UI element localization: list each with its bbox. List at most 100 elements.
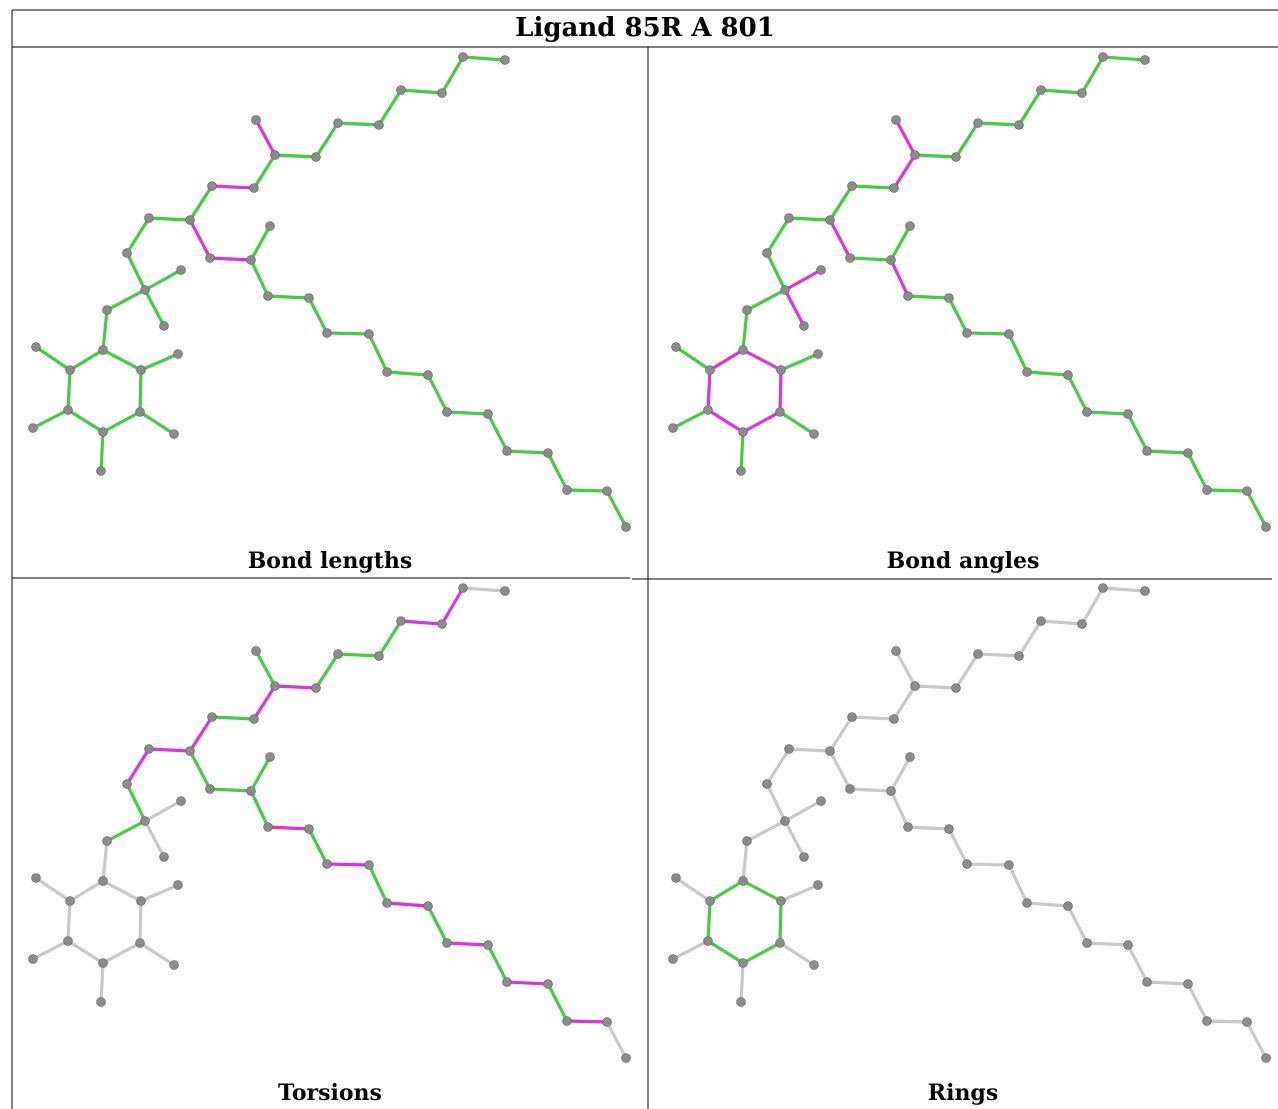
bond <box>208 787 253 793</box>
bond <box>778 410 816 436</box>
atom <box>951 152 961 162</box>
atom <box>668 423 678 433</box>
bond <box>461 55 507 62</box>
bond <box>976 121 1021 127</box>
atom <box>951 683 961 693</box>
atom <box>780 285 790 295</box>
atom <box>28 423 38 433</box>
bond <box>143 799 183 823</box>
atom <box>944 824 954 834</box>
bond <box>894 118 917 157</box>
atom <box>437 619 447 629</box>
atom <box>265 221 275 231</box>
atom <box>1022 367 1032 377</box>
atom <box>98 876 108 886</box>
atom <box>205 784 215 794</box>
atom <box>63 405 73 415</box>
bond <box>894 649 917 688</box>
atom <box>176 265 186 275</box>
bond <box>210 184 256 190</box>
bond <box>325 862 371 867</box>
bond <box>505 449 550 455</box>
bond <box>105 819 147 843</box>
atom <box>776 365 786 375</box>
bond <box>848 787 893 793</box>
bond <box>706 408 745 434</box>
bond <box>336 652 381 658</box>
atom <box>396 616 406 626</box>
atom <box>63 936 73 946</box>
bond <box>745 288 787 312</box>
bond <box>787 216 832 222</box>
atom <box>1140 55 1150 65</box>
atom <box>703 936 713 946</box>
bond <box>31 408 70 430</box>
atom <box>705 896 715 906</box>
atom <box>813 880 823 890</box>
atom <box>1242 486 1252 496</box>
bond <box>101 348 143 372</box>
atom <box>1077 619 1087 629</box>
atom <box>891 646 901 656</box>
atom <box>136 365 146 375</box>
atom <box>845 253 855 263</box>
bond <box>66 939 105 965</box>
molecule-panel-4 <box>668 583 1271 1063</box>
atom <box>973 649 983 659</box>
bond <box>426 373 449 414</box>
atom <box>962 859 972 869</box>
bond <box>765 251 787 292</box>
atom <box>159 852 169 862</box>
bond <box>947 296 969 335</box>
bond <box>546 982 569 1023</box>
atom <box>738 427 748 437</box>
bond <box>828 715 854 753</box>
atom <box>176 796 186 806</box>
atom <box>1202 485 1212 495</box>
atom <box>703 405 713 415</box>
atom <box>31 873 41 883</box>
bond <box>828 218 852 260</box>
bond <box>66 408 105 434</box>
atom <box>738 958 748 968</box>
bond <box>31 939 70 961</box>
bond <box>325 331 371 336</box>
atom <box>1077 88 1087 98</box>
atom <box>442 938 452 948</box>
bond <box>674 876 712 903</box>
molecule-panel-2 <box>668 52 1271 532</box>
bond <box>1025 370 1070 377</box>
atom <box>263 291 273 301</box>
atom <box>483 940 493 950</box>
bond <box>486 943 509 984</box>
atom <box>1082 407 1092 417</box>
bond <box>249 224 272 262</box>
atom <box>246 255 256 265</box>
bond <box>965 862 1011 867</box>
atom <box>437 88 447 98</box>
bond <box>605 1020 628 1060</box>
atom <box>962 328 972 338</box>
atom <box>784 744 794 754</box>
bond <box>445 941 490 947</box>
bond <box>778 368 783 414</box>
atom <box>251 646 261 656</box>
bond <box>1007 863 1029 905</box>
bond <box>210 715 256 721</box>
atom <box>205 253 215 263</box>
bond <box>249 755 272 793</box>
bond <box>889 755 912 793</box>
atom <box>602 486 612 496</box>
bond <box>892 684 917 721</box>
bond <box>1066 373 1089 414</box>
atom <box>543 979 553 989</box>
bond <box>783 268 823 292</box>
bond <box>314 121 340 159</box>
bond <box>1145 980 1190 986</box>
bond <box>765 747 791 786</box>
atom <box>270 681 280 691</box>
bond <box>101 410 142 434</box>
atom <box>1261 1053 1271 1063</box>
atom <box>270 150 280 160</box>
atom <box>483 409 493 419</box>
